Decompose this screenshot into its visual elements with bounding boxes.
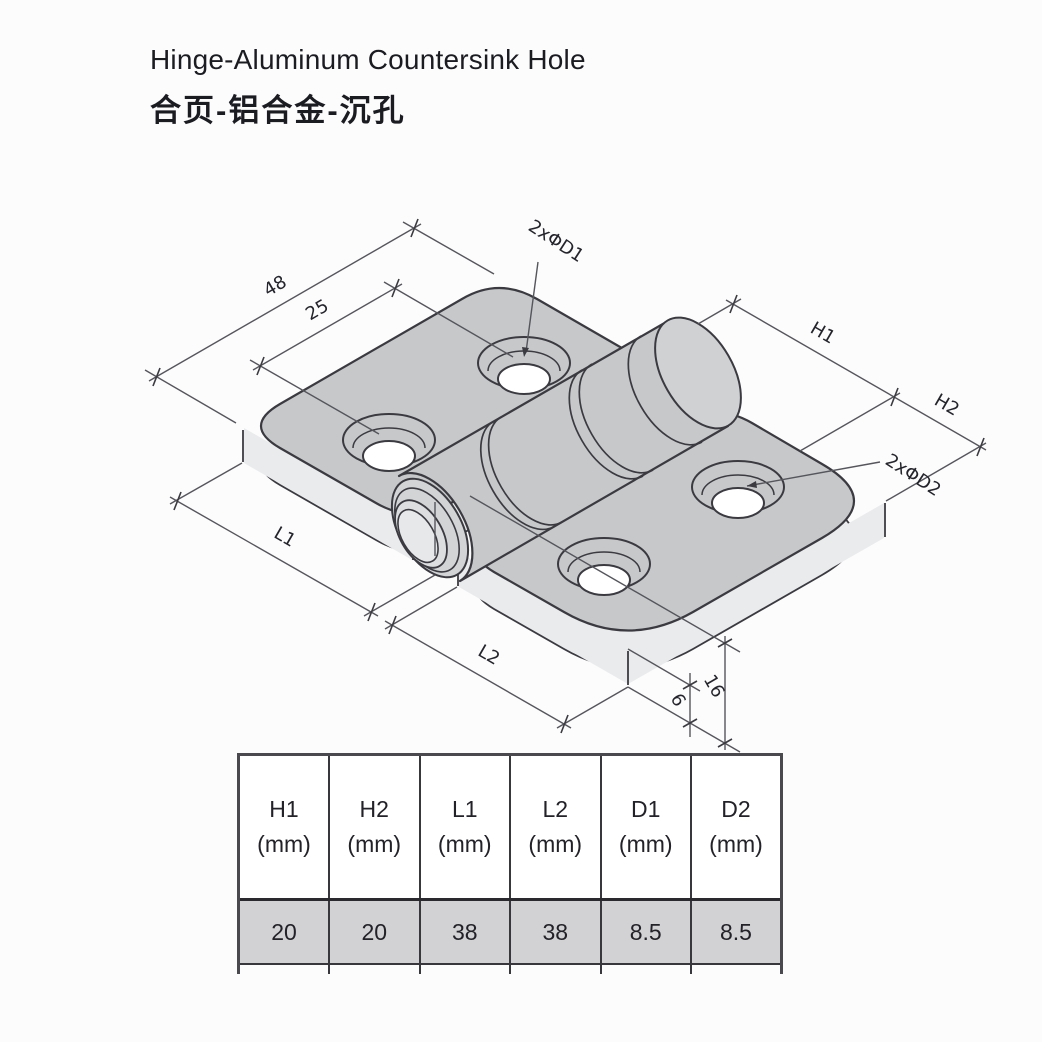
dim-label-l1: L1 bbox=[270, 523, 299, 552]
dim-label-16: 16 bbox=[699, 671, 729, 701]
page-title: Hinge-Aluminum Countersink Hole bbox=[150, 44, 586, 75]
countersink-hole-right-near bbox=[557, 537, 651, 596]
countersink-hole-top-near bbox=[342, 413, 436, 472]
dim-label-6: 6 bbox=[666, 690, 690, 710]
value-h2: 20 bbox=[328, 898, 421, 965]
barrel-end-cap bbox=[654, 316, 742, 430]
value-d2: 8.5 bbox=[690, 898, 783, 965]
col-header-h2: H2 (mm) bbox=[328, 753, 421, 901]
dim-label-25: 25 bbox=[302, 295, 332, 325]
col-header-l2: L2 (mm) bbox=[509, 753, 602, 901]
value-d1: 8.5 bbox=[599, 898, 692, 965]
dim-label-h2: H2 bbox=[931, 390, 963, 421]
dim-label-2xD2: 2xΦD2 bbox=[881, 450, 944, 501]
col-header-h1: H1 (mm) bbox=[237, 753, 330, 901]
hinge-pin-cap bbox=[390, 477, 470, 579]
page-subtitle-chinese: 合页-铝合金-沉孔 bbox=[150, 93, 406, 128]
col-header-d1: D1 (mm) bbox=[599, 753, 692, 901]
dim-label-h1: H1 bbox=[807, 318, 839, 349]
countersink-hole-right-far bbox=[691, 460, 785, 519]
spec-table-value-row: 20 20 38 38 8.5 8.5 bbox=[237, 898, 783, 965]
spec-table-header-row: H1 (mm) H2 (mm) L1 (mm) L2 (mm) D1 (mm) … bbox=[237, 753, 783, 901]
value-l2: 38 bbox=[509, 898, 602, 965]
value-l1: 38 bbox=[418, 898, 511, 965]
dim-label-48: 48 bbox=[260, 271, 290, 301]
spec-table: H1 (mm) H2 (mm) L1 (mm) L2 (mm) D1 (mm) … bbox=[237, 753, 783, 974]
dim-label-l2: L2 bbox=[474, 641, 503, 670]
dim-label-2xD1: 2xΦD1 bbox=[524, 216, 587, 267]
hinge-barrel bbox=[397, 316, 742, 583]
title-block: Hinge-Aluminum Countersink Hole 合页-铝合金-沉… bbox=[150, 44, 586, 130]
spec-table-cropped-row bbox=[237, 963, 783, 974]
col-header-d2: D2 (mm) bbox=[690, 753, 783, 901]
col-header-l1: L1 (mm) bbox=[418, 753, 511, 901]
value-h1: 20 bbox=[237, 898, 330, 965]
